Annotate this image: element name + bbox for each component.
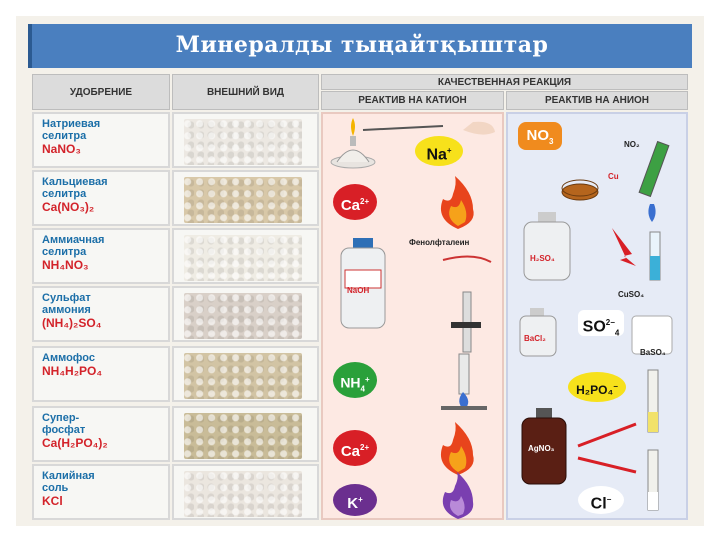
fertilizer-name-line2: селитра [42, 188, 87, 200]
fertilizer-sample-image [184, 413, 302, 459]
appearance-cell [172, 286, 319, 342]
title-bar: Минералды тыңайтқыштар [28, 24, 692, 68]
agno3-bottle-icon [521, 369, 659, 511]
red-flame-icon-2 [440, 422, 474, 475]
fertilizer-name-line1: Сульфат [42, 292, 91, 304]
copper-reaction-icon [561, 140, 670, 222]
fertilizer-sample-image [184, 353, 302, 399]
h2so4-label: H₂SO₄ [530, 254, 555, 263]
fertilizer-formula: NH₄NO₃ [42, 258, 89, 272]
cu-label: Cu [608, 172, 619, 181]
fertilizer-name-line2: селитра [42, 246, 87, 258]
header-fertilizer: УДОБРЕНИЕ [32, 74, 170, 110]
appearance-cell [172, 228, 319, 284]
header-appearance: ВНЕШНИЙ ВИД [172, 74, 319, 110]
red-flame-icon [440, 176, 474, 229]
fertilizer-name-line2: селитра [42, 130, 87, 142]
agno3-label: AgNO₃ [528, 444, 555, 453]
no3-ion-badge: NO3 [518, 122, 562, 150]
fertilizer-sample-image [184, 235, 302, 281]
cl-ion-badge: Cl− [578, 486, 624, 514]
phenolphthalein-label: Фенолфталеин [409, 238, 470, 247]
fertilizer-name-line2: фосфат [42, 424, 86, 436]
fertilizer-formula: NH₄H₂PO₄ [42, 364, 103, 378]
naoh-label: NaOH [347, 286, 370, 295]
header-reaction: КАЧЕСТВЕННАЯ РЕАКЦИЯ [321, 74, 688, 90]
alcohol-lamp-icon [330, 118, 495, 169]
violet-flame-icon [442, 472, 474, 519]
ca-ion-badge: Ca2+ [333, 184, 377, 220]
k-ion-badge: K+ [333, 484, 377, 516]
fertilizer-name-line1: Кальциевая [42, 176, 108, 188]
no2-label: NO₂ [624, 140, 640, 149]
fertilizer-formula: KCl [42, 494, 63, 508]
naoh-bottle-icon [340, 238, 492, 353]
so4-ion-badge: SO2−4 [578, 310, 624, 338]
cation-column: Na+ Ca2+ Фенолфталеин NaOH NH4+ Ca2+ [321, 112, 504, 520]
baso4-label: BaSO₄ [640, 348, 666, 357]
fertilizer-formula: Ca(NO₃)₂ [42, 200, 95, 214]
fertilizer-name-line1: Калийная [42, 470, 95, 482]
h2so4-bottle-icon [523, 212, 661, 281]
appearance-cell [172, 346, 319, 402]
slide-title: Минералды тыңайтқыштар [175, 32, 549, 58]
fertilizer-name-line1: Аммофос [42, 352, 95, 364]
header-cation: РЕАКТИВ НА КАТИОН [321, 91, 504, 110]
appearance-cell [172, 170, 319, 226]
cuso4-label: CuSO₄ [618, 290, 645, 299]
fertilizer-sample-image [184, 471, 302, 517]
fertilizer-name-line1: Супер- [42, 412, 80, 424]
fertilizer-sample-image [184, 293, 302, 339]
fertilizer-formula: (NH₄)₂SO₄ [42, 316, 102, 330]
fertilizer-name-line2: соль [42, 482, 69, 494]
nh4-ion-badge: NH4+ [333, 362, 377, 398]
bacl2-label: BaCl₂ [524, 334, 546, 343]
fertilizer-name-line2: аммония [42, 304, 91, 316]
appearance-cell [172, 464, 319, 520]
ca2-ion-badge: Ca2+ [333, 430, 377, 466]
anion-column: NO3 NO₂ Cu H₂SO₄ CuSO₄ BaCl₂ SO2−4 BaSO₄… [506, 112, 688, 520]
header-anion: РЕАКТИВ НА АНИОН [506, 91, 688, 110]
na-ion-badge: Na+ [415, 136, 463, 166]
appearance-cell [172, 406, 319, 462]
slide: Минералды тыңайтқыштар УДОБРЕНИЕ ВНЕШНИЙ… [16, 16, 704, 526]
fertilizer-formula: Ca(H₂PO₄)₂ [42, 436, 108, 450]
bacl2-bottle-icon [519, 308, 673, 357]
test-tube-flame-icon [441, 353, 487, 410]
appearance-cell [172, 112, 319, 168]
fertilizer-sample-image [184, 177, 302, 223]
fertilizer-name-line1: Натриевая [42, 118, 101, 130]
fertilizer-name-line1: Аммиачная [42, 234, 105, 246]
h2po4-ion-badge: H₂PO₄− [568, 372, 626, 402]
fertilizer-sample-image [184, 119, 302, 165]
fertilizer-formula: NaNO₃ [42, 142, 81, 156]
